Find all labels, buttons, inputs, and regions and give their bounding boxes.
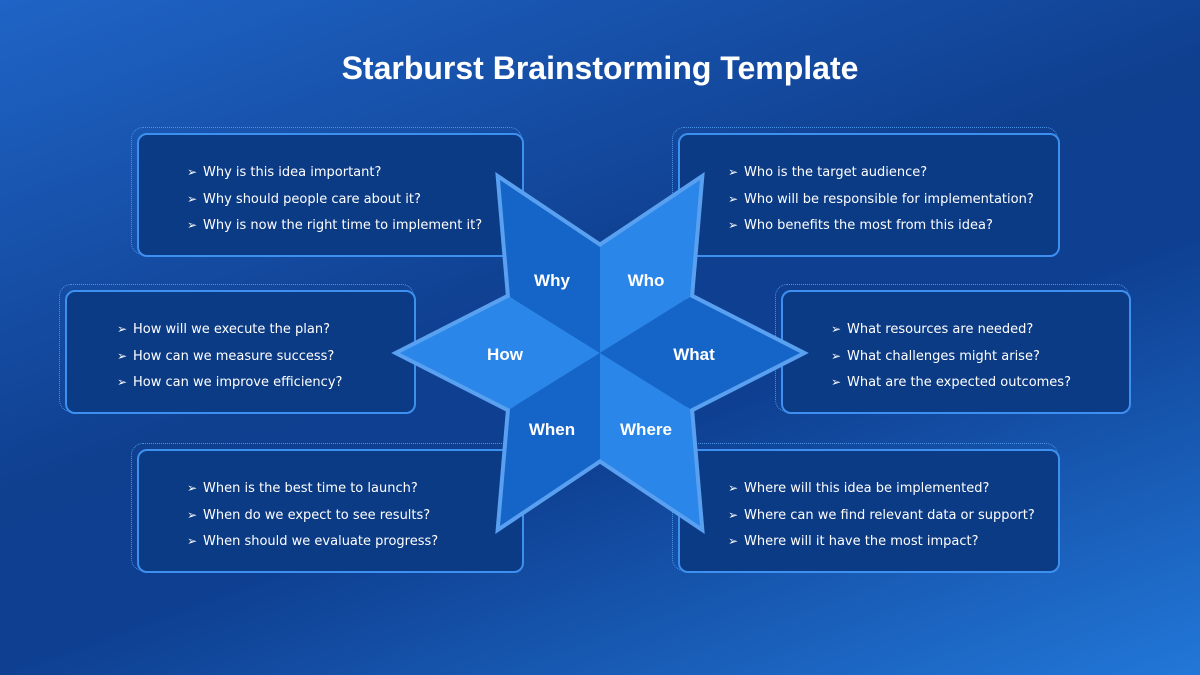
- list-item-text: When is the best time to launch?: [203, 481, 418, 496]
- arrow-bullet-icon: ➢: [728, 507, 739, 522]
- star-segment-what: [600, 297, 800, 409]
- list-item: ➢ Why is now the right time to implement …: [187, 217, 482, 244]
- star-segment-where: [600, 353, 700, 526]
- list-item: ➢ Who will be responsible for implementat…: [728, 191, 1034, 218]
- list-item-text: Who is the target audience?: [744, 165, 928, 180]
- arrow-bullet-icon: ➢: [831, 322, 842, 336]
- label-who: Who: [628, 271, 665, 290]
- label-how: How: [487, 345, 524, 364]
- star-segment-who: [600, 180, 700, 353]
- list-item-text: What resources are needed?: [847, 322, 1034, 337]
- arrow-bullet-icon: ➢: [728, 191, 739, 206]
- label-where: Where: [620, 420, 672, 439]
- arrow-bullet-icon: ➢: [728, 165, 739, 179]
- list-item-text: Where can we find relevant data or suppo…: [744, 507, 1035, 523]
- list-item-text: How can we improve efficiency?: [133, 375, 343, 390]
- arrow-bullet-icon: ➢: [187, 507, 198, 522]
- list-item: ➢ Why is this idea important?: [187, 164, 482, 191]
- arrow-bullet-icon: ➢: [187, 534, 198, 548]
- list-item: ➢ When should we evaluate progress?: [187, 533, 438, 560]
- arrow-bullet-icon: ➢: [117, 348, 128, 363]
- list-item: ➢ How can we improve efficiency?: [117, 374, 342, 401]
- arrow-bullet-icon: ➢: [117, 375, 128, 389]
- list-item: ➢ Where will this idea be implemented?: [728, 480, 1035, 507]
- page-title: Starburst Brainstorming Template: [341, 50, 859, 86]
- arrow-bullet-icon: ➢: [187, 218, 198, 232]
- arrow-bullet-icon: ➢: [728, 218, 739, 232]
- list-item: ➢ How can we measure success?: [117, 348, 342, 375]
- list-item-text: Why should people care about it?: [203, 191, 421, 207]
- list-item-text: When do we expect to see results?: [203, 507, 431, 523]
- label-why: Why: [534, 271, 570, 290]
- list-item: ➢ Who is the target audience?: [728, 164, 1034, 191]
- list-item-text: Why is now the right time to implement i…: [203, 218, 483, 233]
- arrow-bullet-icon: ➢: [187, 191, 198, 206]
- arrow-bullet-icon: ➢: [187, 165, 198, 179]
- card-who: ➢ Who is the target audience? ➢ Who will b…: [672, 127, 1060, 257]
- card-what: ➢ What resources are needed? ➢ What challe…: [775, 284, 1131, 414]
- list-item: ➢ When do we expect to see results?: [187, 507, 438, 534]
- list-item-text: Where will it have the most impact?: [744, 534, 979, 549]
- list-item-text: What are the expected outcomes?: [847, 375, 1071, 390]
- list-item-text: What challenges might arise?: [847, 348, 1040, 364]
- star-segment-when: [500, 353, 600, 526]
- card-where: ➢ Where will this idea be implemented? ➢ W…: [672, 443, 1060, 573]
- arrow-bullet-icon: ➢: [187, 481, 198, 495]
- star-segment-why: [500, 180, 600, 353]
- arrow-bullet-icon: ➢: [831, 375, 842, 389]
- list-item: ➢ What are the expected outcomes?: [831, 374, 1071, 401]
- list-item-text: How can we measure success?: [133, 348, 335, 364]
- list-item-text: Where will this idea be implemented?: [744, 481, 990, 496]
- label-what: What: [673, 345, 715, 364]
- list-item: ➢ Who benefits the most from this idea?: [728, 217, 1034, 244]
- list-item: ➢ What resources are needed?: [831, 321, 1071, 348]
- star-segment-how: [400, 297, 600, 409]
- list-item: ➢ Where will it have the most impact?: [728, 533, 1035, 560]
- list-item-text: Why is this idea important?: [203, 165, 382, 180]
- arrow-bullet-icon: ➢: [831, 348, 842, 363]
- card-how: ➢ How will we execute the plan? ➢ How can …: [59, 284, 416, 414]
- list-item-text: When should we evaluate progress?: [203, 534, 439, 549]
- arrow-bullet-icon: ➢: [728, 481, 739, 495]
- list-item: ➢ When is the best time to launch?: [187, 480, 438, 507]
- list-item-text: Who benefits the most from this idea?: [744, 218, 993, 233]
- list-item-text: How will we execute the plan?: [133, 322, 330, 337]
- list-item: ➢ What challenges might arise?: [831, 348, 1071, 375]
- list-item: ➢ How will we execute the plan?: [117, 321, 342, 348]
- list-item: ➢ Why should people care about it?: [187, 191, 482, 218]
- card-why: ➢ Why is this idea important? ➢ Why should…: [131, 127, 524, 257]
- arrow-bullet-icon: ➢: [728, 534, 739, 548]
- card-when: ➢ When is the best time to launch? ➢ When …: [131, 443, 524, 573]
- list-item-text: Who will be responsible for implementati…: [744, 191, 1034, 207]
- list-item: ➢ Where can we find relevant data or supp…: [728, 507, 1035, 534]
- arrow-bullet-icon: ➢: [117, 322, 128, 336]
- label-when: When: [529, 420, 575, 439]
